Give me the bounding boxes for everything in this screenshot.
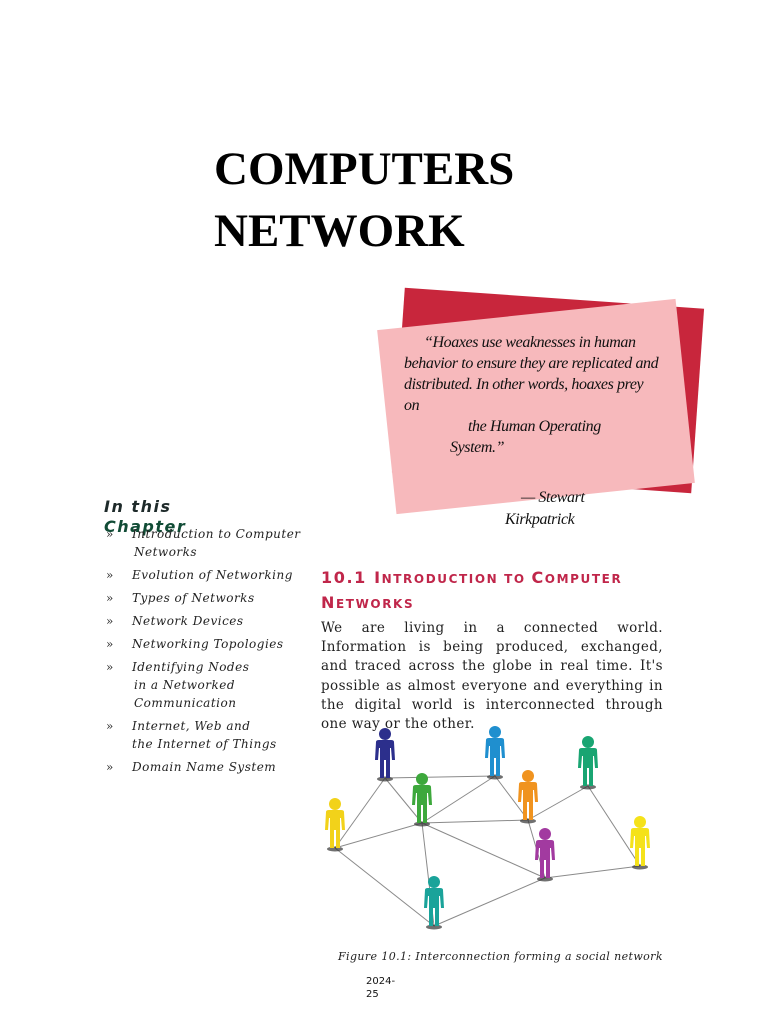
person-icon: [485, 726, 505, 780]
person-icon: [412, 773, 432, 827]
quote-line: the Human Operating: [468, 418, 601, 435]
connection-line: [334, 822, 423, 849]
quote-line: on: [404, 397, 420, 414]
chapter-contents-item-line: Evolution of Networking: [132, 568, 293, 582]
connection-line: [421, 775, 496, 824]
person-icon: [424, 876, 444, 930]
connection-line: [494, 775, 529, 821]
bullet-icon: »: [106, 637, 114, 651]
connection-line: [421, 822, 546, 879]
connection-line: [433, 877, 546, 927]
chapter-contents-item: » Networking Topologies: [104, 635, 294, 653]
section-number: 10.1: [321, 568, 367, 587]
chapter-contents-item-line: the Internet of Things: [132, 737, 277, 751]
person-icon: [325, 798, 345, 852]
bullet-icon: »: [106, 719, 114, 733]
quote-author-line2: Kirkpatrick: [505, 511, 575, 528]
chapter-title-line1: COMPUTERS: [214, 143, 515, 195]
connection-line: [384, 775, 496, 779]
section-body: We are living in a connected world. Info…: [321, 620, 663, 733]
chapter-contents-item: » Types of Networks: [104, 589, 294, 607]
section-title: INTRODUCTION TO COMPUTER NETWORKS: [321, 568, 623, 612]
quote-text: “Hoaxes use weaknesses in human behavior…: [404, 332, 659, 458]
connection-line: [587, 785, 641, 867]
quote-line: distributed. In other words, hoaxes prey: [404, 376, 644, 393]
person-icon: [375, 728, 395, 782]
quote-line: behavior to ensure they are replicated a…: [404, 355, 659, 372]
social-network-illustration: [325, 726, 650, 930]
chapter-contents-item-line: Internet, Web and: [132, 719, 251, 733]
page-footer-year: 2024-25: [366, 976, 396, 1000]
bullet-icon: »: [106, 760, 114, 774]
chapter-contents-item: » Internet, Web and the Internet of Things: [104, 717, 294, 753]
connection-line: [334, 847, 435, 927]
connection-line: [544, 865, 641, 879]
chapter-contents-item-line: Domain Name System: [132, 760, 277, 774]
chapter-contents-item-line: Networking Topologies: [132, 637, 284, 651]
quote-author: — Stewart Kirkpatrick: [505, 487, 585, 531]
chapter-contents-item-line: Types of Networks: [132, 591, 255, 605]
social-network-figure: [310, 700, 670, 950]
chapter-contents-item-line: Network Devices: [132, 614, 244, 628]
chapter-contents-item: » Evolution of Networking: [104, 566, 294, 584]
bullet-icon: »: [106, 660, 114, 674]
chapter-title-line2: NETWORK: [214, 205, 465, 257]
connection-line: [527, 785, 589, 821]
quote-author-line1: — Stewart: [521, 489, 585, 506]
sidebar-heading: In this Chapter: [104, 497, 186, 537]
chapter-title: COMPUTERS NETWORK: [214, 138, 514, 262]
connection-line: [334, 777, 386, 849]
bullet-icon: »: [106, 568, 114, 582]
quote-line: System.”: [450, 439, 505, 456]
person-icon: [518, 770, 538, 824]
chapter-contents-item-line: in a Networked: [134, 678, 236, 692]
section-heading: 10.1 INTRODUCTION TO COMPUTER NETWORKS: [321, 566, 661, 616]
connection-line: [384, 777, 423, 824]
chapter-contents-item-line: Introduction to Computer: [132, 527, 301, 541]
quote-line: “Hoaxes use weaknesses in human: [424, 334, 636, 351]
chapter-contents-item: » Network Devices: [104, 612, 294, 630]
sidebar-heading-line2: Chapter: [104, 517, 187, 536]
figure-caption: Figure 10.1: Interconnection forming a s…: [338, 950, 663, 963]
person-icon: [578, 736, 598, 790]
bullet-icon: »: [106, 527, 114, 541]
connection-line: [421, 819, 529, 824]
person-icon: [630, 816, 650, 870]
chapter-contents-item-line: Communication: [134, 696, 237, 710]
chapter-contents-item-line: Identifying Nodes: [132, 660, 250, 674]
bullet-icon: »: [106, 591, 114, 605]
person-icon: [535, 828, 555, 882]
sidebar-heading-line1: In this: [104, 497, 172, 516]
bullet-icon: »: [106, 614, 114, 628]
chapter-contents-item: » Domain Name System: [104, 758, 294, 776]
chapter-contents-item-line: Networks: [134, 545, 198, 559]
